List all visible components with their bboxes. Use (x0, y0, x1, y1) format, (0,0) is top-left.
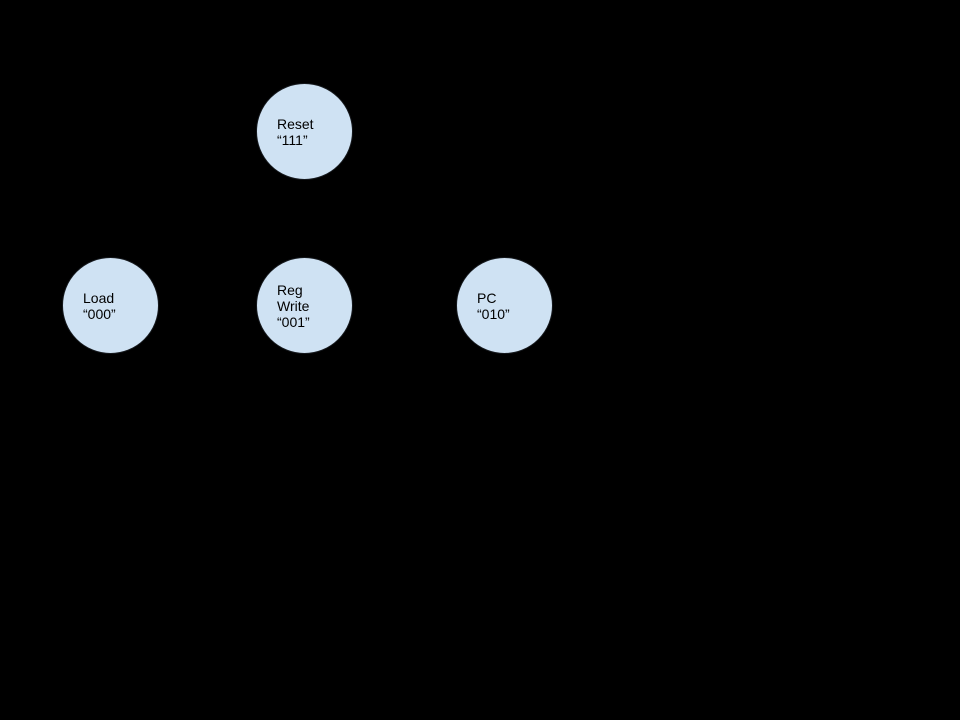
state-node-reg-write-label: Reg Write “001” (277, 281, 310, 330)
state-node-load: Load “000” (62, 257, 159, 354)
state-node-reset-label: Reset “111” (277, 115, 314, 148)
state-node-reset: Reset “111” (256, 83, 353, 180)
state-node-load-label: Load “000” (83, 289, 116, 322)
state-node-reg-write: Reg Write “001” (256, 257, 353, 354)
state-node-pc-label: PC “010” (477, 289, 510, 322)
state-node-pc: PC “010” (456, 257, 553, 354)
